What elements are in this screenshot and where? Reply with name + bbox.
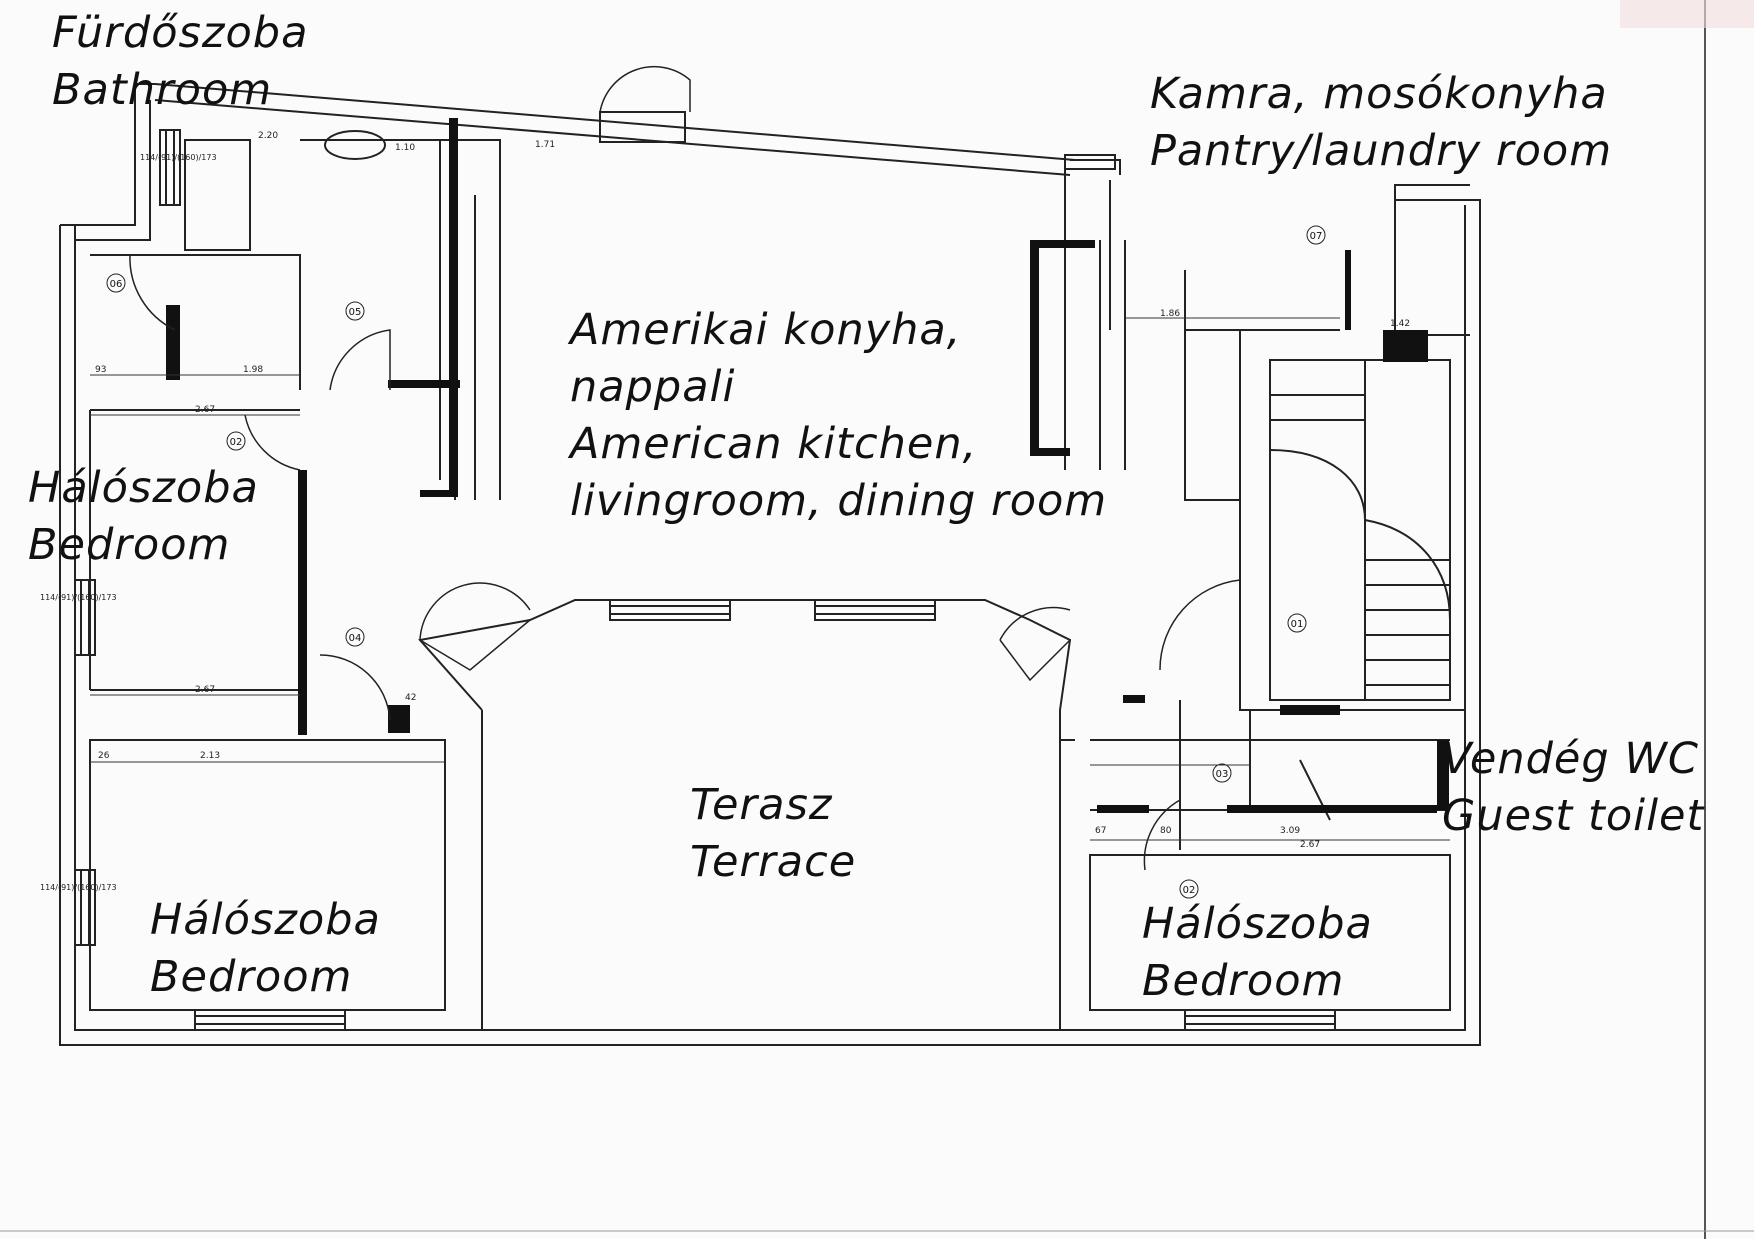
door-tag: 03 bbox=[1216, 769, 1229, 780]
door-tag: 06 bbox=[110, 279, 123, 290]
dimension-label: 80 bbox=[1160, 826, 1172, 836]
window-tags: 114/(91)/(160)/173 114/(91)/(160)/173 11… bbox=[40, 153, 217, 892]
dimension-label: 2.67 bbox=[195, 685, 215, 695]
window-tag: 114/(91)/(160)/173 bbox=[140, 153, 217, 162]
dimension-label: 2.20 bbox=[258, 131, 278, 141]
dimension-label: 2.67 bbox=[195, 405, 215, 415]
room-name-line: livingroom, dining room bbox=[570, 476, 1108, 526]
room-name-en: Terrace bbox=[690, 837, 857, 887]
room-name-en: Pantry/laundry room bbox=[1150, 126, 1613, 176]
room-label-guest-toilet: Vendég WC Guest toilet bbox=[1442, 731, 1704, 845]
room-name-hu: Vendég WC bbox=[1442, 734, 1699, 784]
door-tag: 07 bbox=[1310, 231, 1323, 242]
room-name-hu: Kamra, mosókonyha bbox=[1150, 69, 1608, 119]
door-tag: 05 bbox=[349, 307, 362, 318]
dimension-label: 2.13 bbox=[200, 751, 220, 761]
dimension-label: 1.42 bbox=[1390, 319, 1410, 329]
dimension-label: 93 bbox=[95, 365, 106, 375]
dimension-label: 1.86 bbox=[1160, 309, 1180, 319]
dimension-label: 1.98 bbox=[243, 365, 263, 375]
room-label-bedroom-upper-left: Hálószoba Bedroom bbox=[28, 460, 259, 574]
room-label-bedroom-lower-left: Hálószoba Bedroom bbox=[150, 892, 381, 1006]
door-swings bbox=[129, 66, 1241, 871]
room-name-en: Bedroom bbox=[1142, 956, 1345, 1006]
room-name-en: Guest toilet bbox=[1442, 791, 1705, 841]
dimension-label: 42 bbox=[405, 693, 416, 703]
door-tag: 01 bbox=[1291, 619, 1304, 630]
room-name-en: Bedroom bbox=[150, 952, 353, 1002]
door-tag: 02 bbox=[1183, 885, 1196, 896]
room-name-line: American kitchen, bbox=[570, 419, 978, 469]
room-label-kitchen: Amerikai konyha, nappali American kitche… bbox=[570, 302, 1107, 530]
dimension-label: 67 bbox=[1095, 826, 1106, 836]
room-name-hu: Hálószoba bbox=[150, 895, 381, 945]
room-name-line: Amerikai konyha, bbox=[570, 305, 962, 355]
dimension-label: 2.67 bbox=[1300, 840, 1320, 850]
dimension-label: 1.10 bbox=[395, 143, 415, 153]
window-tag: 114/(91)/(160)/173 bbox=[40, 883, 117, 892]
dimension-label: 26 bbox=[98, 751, 110, 761]
room-name-hu: Hálószoba bbox=[1142, 899, 1373, 949]
outer-walls bbox=[59, 83, 1481, 1046]
room-name-en: Bathroom bbox=[52, 65, 273, 115]
room-name-hu: Terasz bbox=[690, 780, 833, 830]
dimension-label: 1.71 bbox=[535, 140, 555, 150]
scan-smudge bbox=[1620, 0, 1754, 28]
door-tag: 02 bbox=[230, 437, 243, 448]
door-tags: 06 05 02 04 07 01 03 02 bbox=[106, 225, 1326, 899]
room-label-bathroom: Fürdőszoba Bathroom bbox=[52, 5, 308, 119]
room-label-pantry: Kamra, mosókonyha Pantry/laundry room bbox=[1150, 66, 1612, 180]
room-name-en: Bedroom bbox=[28, 520, 231, 570]
door-tag: 04 bbox=[349, 633, 362, 644]
room-name-hu: Fürdőszoba bbox=[52, 8, 309, 58]
room-name-hu: Hálószoba bbox=[28, 463, 259, 513]
room-label-terrace: Terasz Terrace bbox=[690, 777, 856, 891]
room-label-bedroom-lower-right: Hálószoba Bedroom bbox=[1142, 896, 1373, 1010]
dimension-label: 3.09 bbox=[1280, 826, 1300, 836]
room-name-line: nappali bbox=[570, 362, 736, 412]
thick-walls bbox=[166, 118, 1449, 813]
dimension-annotations: 2.67 2.67 2.13 26 1.98 93 2.67 3.09 67 8… bbox=[90, 131, 1450, 850]
window-tag: 114/(91)/(160)/173 bbox=[40, 593, 117, 602]
windows bbox=[74, 111, 1336, 1031]
